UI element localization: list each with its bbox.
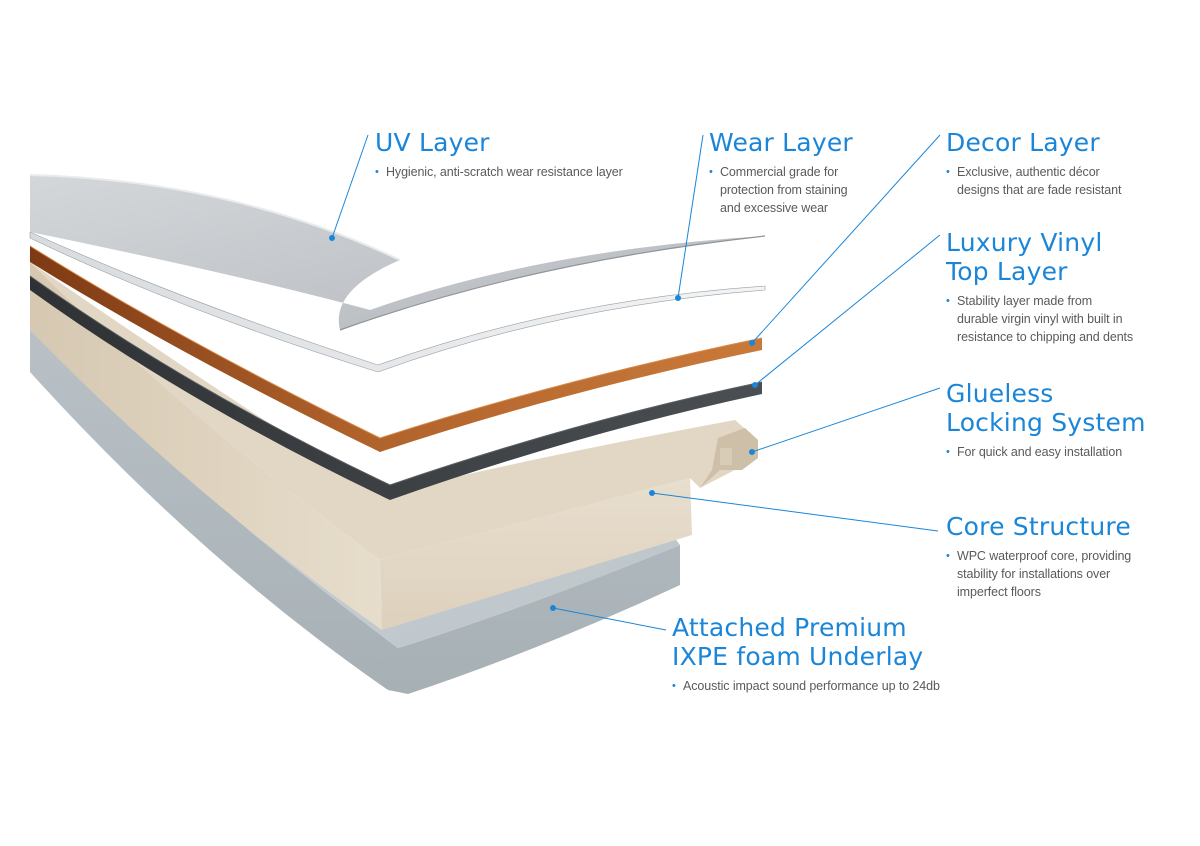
bullet-item: Hygienic, anti-scratch wear resistance l… xyxy=(375,163,623,181)
underlay-desc: Acoustic impact sound performance up to … xyxy=(672,677,940,695)
label-locking-system: Glueless Locking System For quick and ea… xyxy=(946,379,1146,461)
dot-uv xyxy=(329,235,335,241)
desc-line: protection from staining xyxy=(720,183,848,197)
desc-line: Exclusive, authentic décor xyxy=(957,165,1100,179)
title-line: Wear Layer xyxy=(709,128,853,157)
desc-line: resistance to chipping and dents xyxy=(957,330,1134,344)
title-line: UV Layer xyxy=(375,128,490,157)
uv-layer-title: UV Layer xyxy=(375,128,623,157)
underlay-layer xyxy=(30,300,680,694)
bullet-item: For quick and easy installation xyxy=(946,443,1146,461)
uv-layer-desc: Hygienic, anti-scratch wear resistance l… xyxy=(375,163,623,181)
dot-decor xyxy=(749,340,755,346)
dot-core xyxy=(649,490,655,496)
title-line: Decor Layer xyxy=(946,128,1100,157)
locking-system-title: Glueless Locking System xyxy=(946,379,1146,437)
dot-underlay xyxy=(550,605,556,611)
leader-uv xyxy=(331,134,369,239)
desc-line: Commercial grade for xyxy=(720,165,839,179)
underlay-title: Attached Premium IXPE foam Underlay xyxy=(672,613,940,671)
label-decor-layer: Decor Layer Exclusive, authentic décor d… xyxy=(946,128,1121,199)
leader-underlay xyxy=(552,607,667,631)
desc-line: durable virgin vinyl with built in xyxy=(957,312,1123,326)
desc-line: designs that are fade resistant xyxy=(957,183,1122,197)
desc-line: and excessive wear xyxy=(720,201,828,215)
desc-line: imperfect floors xyxy=(957,585,1041,599)
title-line: Glueless xyxy=(946,379,1054,408)
title-line: Core Structure xyxy=(946,512,1131,541)
desc-line: Stability layer made from xyxy=(957,294,1093,308)
leader-core xyxy=(651,492,939,532)
uv-layer xyxy=(29,174,766,331)
vinyl-layer xyxy=(29,275,763,500)
core-layer xyxy=(30,262,758,630)
dot-vinyl xyxy=(752,382,758,388)
desc-line: Acoustic impact sound performance up to … xyxy=(683,679,940,693)
locking-system-desc: For quick and easy installation xyxy=(946,443,1146,461)
wear-layer xyxy=(29,231,766,373)
wear-layer-title: Wear Layer xyxy=(709,128,853,157)
decor-layer xyxy=(29,245,763,452)
dot-wear xyxy=(675,295,681,301)
label-underlay: Attached Premium IXPE foam Underlay Acou… xyxy=(672,613,940,695)
desc-line: stability for installations over xyxy=(957,567,1111,581)
bullet-item: Acoustic impact sound performance up to … xyxy=(672,677,940,695)
bullet-item: WPC waterproof core, providing stability… xyxy=(946,547,1131,601)
desc-line: WPC waterproof core, providing xyxy=(957,549,1132,563)
leader-wear xyxy=(677,134,704,299)
desc-line: For quick and easy installation xyxy=(957,445,1123,459)
leader-locking xyxy=(751,387,941,453)
title-line: Luxury Vinyl xyxy=(946,228,1103,257)
label-wear-layer: Wear Layer Commercial grade for protecti… xyxy=(709,128,853,217)
title-line: Locking System xyxy=(946,408,1146,437)
label-uv-layer: UV Layer Hygienic, anti-scratch wear res… xyxy=(375,128,623,181)
decor-layer-title: Decor Layer xyxy=(946,128,1121,157)
bullet-item: Commercial grade for protection from sta… xyxy=(709,163,853,217)
label-core-structure: Core Structure WPC waterproof core, prov… xyxy=(946,512,1131,601)
title-line: Attached Premium xyxy=(672,613,907,642)
vinyl-layer-desc: Stability layer made from durable virgin… xyxy=(946,292,1133,346)
dot-locking xyxy=(749,449,755,455)
title-line: IXPE foam Underlay xyxy=(672,642,924,671)
decor-layer-desc: Exclusive, authentic décor designs that … xyxy=(946,163,1121,199)
label-vinyl-layer: Luxury Vinyl Top Layer Stability layer m… xyxy=(946,228,1133,346)
leader-decor xyxy=(751,134,941,344)
vinyl-layer-title: Luxury Vinyl Top Layer xyxy=(946,228,1133,286)
title-line: Top Layer xyxy=(946,257,1068,286)
bullet-item: Exclusive, authentic décor designs that … xyxy=(946,163,1121,199)
bullet-item: Stability layer made from durable virgin… xyxy=(946,292,1133,346)
leader-vinyl xyxy=(754,234,941,386)
leader-lines xyxy=(329,134,941,631)
core-structure-title: Core Structure xyxy=(946,512,1131,541)
desc-line: Hygienic, anti-scratch wear resistance l… xyxy=(386,165,623,179)
core-structure-desc: WPC waterproof core, providing stability… xyxy=(946,547,1131,601)
wear-layer-desc: Commercial grade for protection from sta… xyxy=(709,163,853,217)
